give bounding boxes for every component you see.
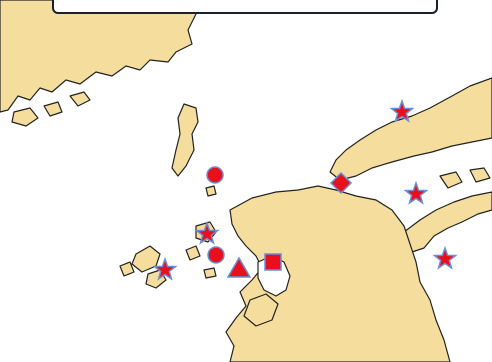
incident-marker-star	[152, 256, 178, 281]
title-banner	[52, 0, 438, 14]
land-islet-a	[205, 185, 217, 197]
incident-marker-star	[432, 245, 458, 270]
incident-marker-square	[264, 253, 282, 271]
land-korea	[0, 0, 197, 113]
land-islet-c	[203, 267, 217, 279]
land-seto-1	[439, 171, 463, 189]
land-goto-3	[119, 261, 135, 277]
incident-marker-circle	[207, 246, 225, 264]
incident-marker-triangle	[226, 256, 252, 278]
land-seto-2	[469, 167, 491, 183]
land-amakusa	[243, 293, 279, 327]
land-islet-b	[185, 245, 201, 261]
incident-marker-circle	[206, 166, 224, 184]
incident-marker-star	[194, 220, 220, 245]
incident-marker-diamond	[329, 171, 353, 195]
land-korea-islet-1	[11, 107, 39, 127]
land-tsushima	[171, 103, 199, 177]
land-honshu	[329, 77, 492, 181]
land-korea-islet-2	[43, 101, 63, 117]
incident-marker-star	[403, 180, 429, 205]
incident-marker-star	[389, 98, 415, 123]
marker-layer	[152, 98, 458, 281]
land-korea-islet-3	[69, 91, 91, 107]
